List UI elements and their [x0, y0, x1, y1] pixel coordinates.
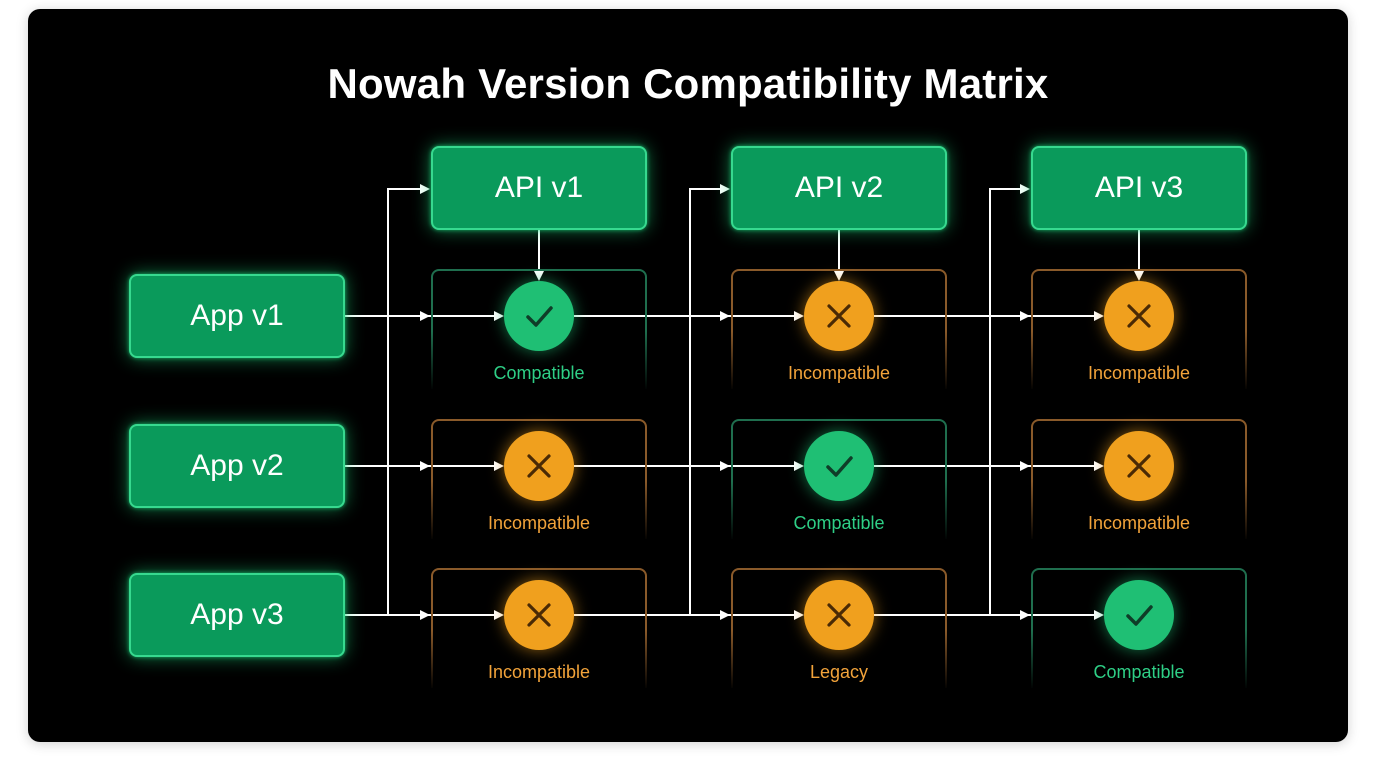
api-feed-line-2 — [689, 184, 730, 615]
app-box-v1: App v1 — [129, 274, 345, 358]
connector-lines — [345, 184, 1144, 620]
api-feed-line-1 — [387, 184, 430, 615]
app-box-v3: App v3 — [129, 573, 345, 657]
cross-icon — [504, 580, 574, 650]
status-label: Incompatible — [487, 662, 591, 682]
check-icon — [1104, 580, 1174, 650]
app-label: App v2 — [190, 449, 284, 482]
status-label: Compatible — [793, 513, 885, 533]
status-label: Incompatible — [1087, 363, 1191, 383]
cross-icon — [804, 580, 874, 650]
status-label: Compatible — [1093, 662, 1185, 682]
cross-icon — [1104, 431, 1174, 501]
status-label: Incompatible — [1087, 513, 1191, 533]
api-feed-line-3 — [989, 184, 1030, 615]
diagram-panel: Nowah Version Compatibility Matrix API v… — [28, 9, 1348, 742]
cross-icon — [1104, 281, 1174, 351]
api-label: API v2 — [794, 171, 884, 204]
status-label: Incompatible — [787, 363, 891, 383]
cross-icon — [504, 431, 574, 501]
status-label: Compatible — [493, 363, 585, 383]
cross-icon — [804, 281, 874, 351]
app-label: App v1 — [190, 299, 284, 332]
check-icon — [504, 281, 574, 351]
status-label: Incompatible — [487, 513, 591, 533]
diagram-title: Nowah Version Compatibility Matrix — [327, 60, 1049, 107]
api-box-v2: API v2 — [731, 146, 947, 230]
check-icon — [804, 431, 874, 501]
app-label: App v3 — [190, 598, 284, 631]
status-label: Legacy — [809, 662, 869, 682]
api-label: API v3 — [1094, 171, 1184, 204]
api-label: API v1 — [494, 171, 584, 204]
matrix-cell-app3-api1 — [429, 568, 649, 690]
app-box-v2: App v2 — [129, 424, 345, 508]
api-box-v3: API v3 — [1031, 146, 1247, 230]
api-box-v1: API v1 — [431, 146, 647, 230]
